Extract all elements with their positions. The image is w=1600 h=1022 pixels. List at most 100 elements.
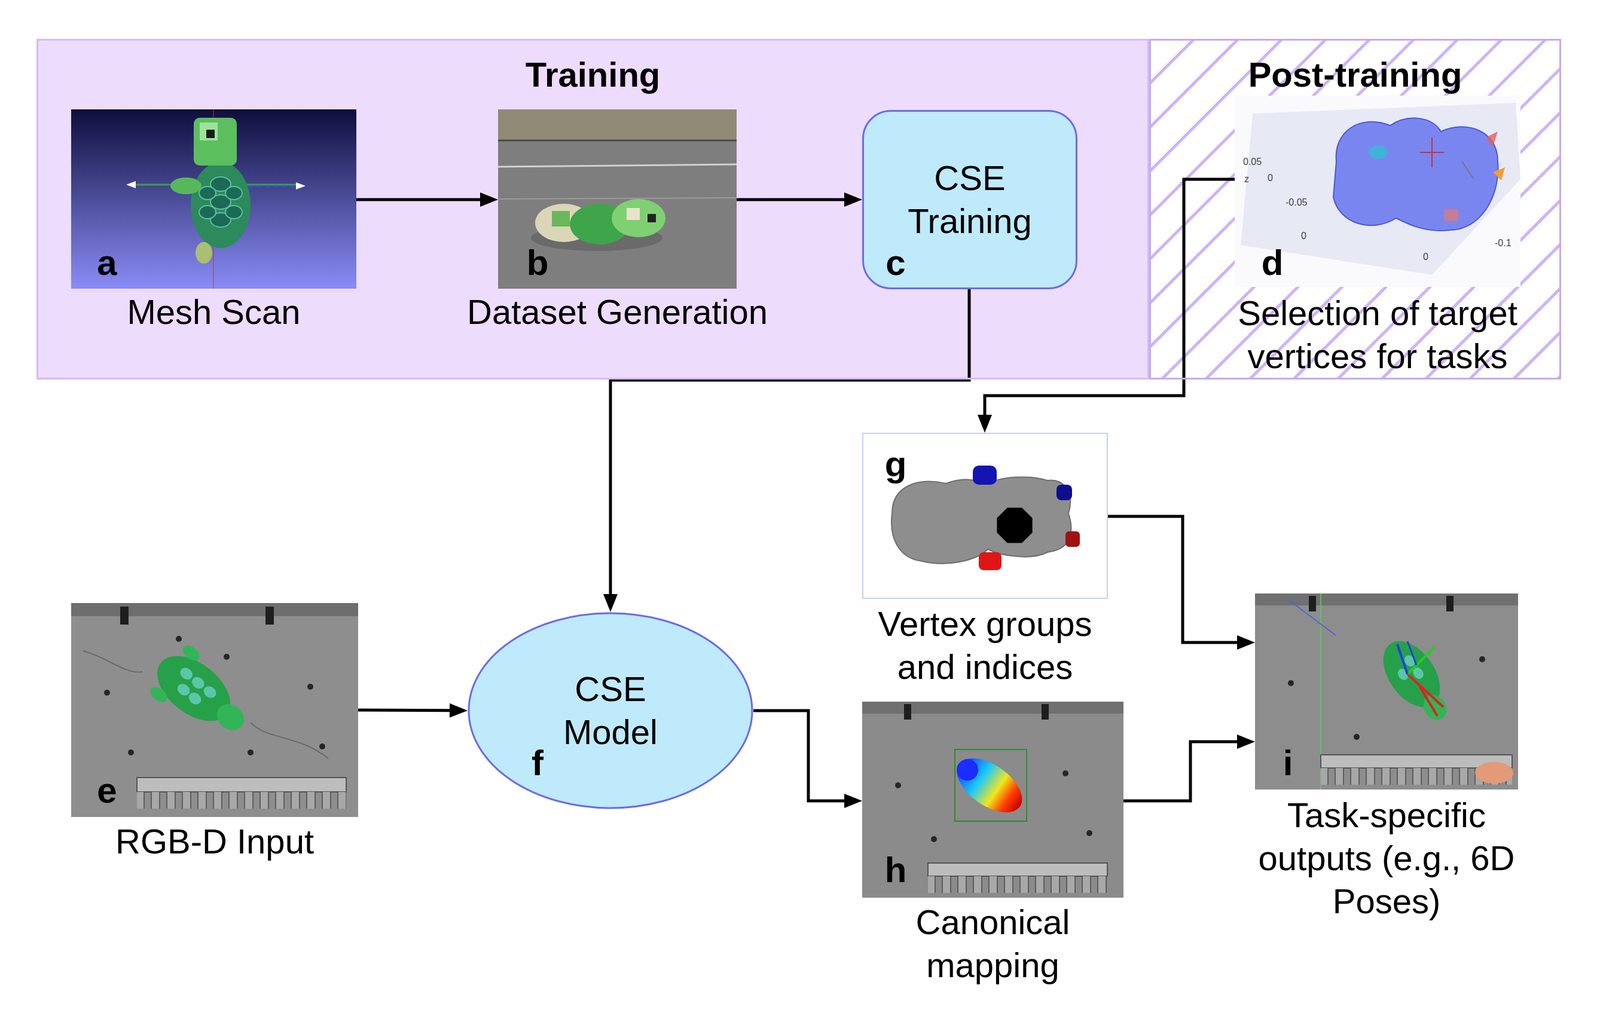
panel-caption: Vertex groups and indices bbox=[853, 602, 1117, 689]
panel-letter: e bbox=[92, 770, 122, 812]
text-holder: i bbox=[1272, 742, 1303, 785]
connector-line bbox=[736, 198, 848, 202]
point-cloud-plot-part bbox=[1368, 145, 1388, 160]
text-holder: Selection of target vertices for tasks bbox=[1216, 291, 1540, 378]
text-holder: 0 bbox=[1423, 251, 1429, 263]
text-holder: 0 bbox=[1267, 172, 1273, 184]
canonical-map-photo-part-part bbox=[952, 755, 983, 786]
panel-caption: Mesh Scan bbox=[70, 290, 358, 334]
rgbd-photo-part bbox=[247, 749, 254, 756]
rgbd-photo-part-part bbox=[147, 684, 171, 705]
text-holder: Vertex groups and indices bbox=[853, 602, 1117, 689]
rgbd-photo-part-part bbox=[179, 642, 203, 664]
pose-output-photo-part-part bbox=[1418, 690, 1452, 725]
point-cloud-plot-part bbox=[1492, 167, 1505, 181]
vertex-group-render-part-part bbox=[891, 477, 1071, 564]
mesh-scan-image-part bbox=[190, 162, 251, 249]
point-cloud-plot-part bbox=[1461, 161, 1474, 180]
rgbd-photo-part bbox=[223, 654, 230, 661]
canonical-map-photo-part bbox=[862, 701, 1124, 899]
panel-letter: c bbox=[880, 242, 911, 285]
arrow-head bbox=[977, 414, 992, 433]
canonical-map-photo-part bbox=[930, 836, 937, 843]
mesh-scan-image-part bbox=[295, 182, 306, 190]
rgbd-photo-part-part bbox=[186, 690, 204, 708]
process-box: CSE Trainingc bbox=[862, 110, 1078, 290]
panel-caption: Task-specific outputs (e.g., 6D Poses) bbox=[1240, 794, 1534, 924]
axis-tick: 0 bbox=[1301, 230, 1307, 242]
canonical-map-photo bbox=[862, 701, 1124, 899]
point-cloud-plot-part bbox=[1333, 118, 1498, 231]
dataset-photo bbox=[498, 109, 737, 289]
pose-output-photo-part-part bbox=[1371, 630, 1452, 718]
mesh-scan-image-part bbox=[225, 205, 243, 219]
model-ellipse: CSE Modelf bbox=[467, 612, 754, 810]
dataset-photo-part bbox=[498, 197, 737, 200]
text-holder: 0.05 bbox=[1243, 156, 1262, 168]
box-label: CSE Training bbox=[886, 156, 1054, 243]
pose-output-photo-part bbox=[1446, 596, 1454, 612]
mesh-scan-image bbox=[71, 109, 357, 289]
text-holder: -0.05 bbox=[1285, 197, 1308, 209]
connector bbox=[736, 192, 863, 207]
image-panel: dSelection of target vertices for tasks bbox=[1234, 95, 1521, 287]
panel-caption: RGB-D Input bbox=[115, 820, 314, 864]
image-panel: hCanonical mapping bbox=[862, 701, 1124, 899]
text-holder: b bbox=[522, 242, 553, 285]
pose-output-photo-part bbox=[1287, 680, 1294, 687]
panel-letter: g bbox=[880, 443, 911, 486]
arrow-head bbox=[1237, 734, 1256, 750]
connector bbox=[356, 192, 499, 207]
mesh-scan-image-part bbox=[199, 122, 218, 141]
rgbd-photo-part bbox=[319, 743, 326, 750]
rgbd-photo-part bbox=[104, 689, 111, 696]
image-panel: iTask-specific outputs (e.g., 6D Poses) bbox=[1255, 593, 1519, 790]
panel-letter: b bbox=[522, 242, 553, 285]
rgbd-photo-part bbox=[127, 749, 134, 756]
canonical-map-photo-part bbox=[904, 704, 912, 720]
point-cloud-plot-part bbox=[1485, 131, 1498, 148]
connector bbox=[603, 289, 970, 613]
rgbd-photo-part-part bbox=[177, 665, 195, 683]
canonical-map-photo-part bbox=[862, 701, 1124, 714]
connector-line bbox=[1123, 742, 1241, 802]
mesh-scan-image-part bbox=[225, 186, 243, 200]
vertex-group-render-part bbox=[891, 465, 1080, 571]
rgbd-photo-part-part bbox=[201, 684, 219, 701]
text-holder: g bbox=[880, 443, 911, 486]
text-holder: RGB-D Input bbox=[115, 820, 314, 864]
dataset-photo-part bbox=[647, 214, 656, 223]
arrow-head bbox=[1237, 635, 1256, 650]
text-holder: 0 bbox=[1301, 230, 1307, 242]
rgbd-photo-part bbox=[71, 603, 359, 617]
mesh-scan-image-part bbox=[199, 205, 216, 219]
pose-output-photo-part bbox=[1353, 734, 1360, 741]
pose-output-photo-part bbox=[1479, 656, 1486, 663]
training-region: TrainingaMesh ScanbDataset GenerationCSE… bbox=[36, 38, 1150, 380]
connector-line bbox=[610, 289, 970, 598]
pose-output-photo-part bbox=[1475, 762, 1514, 784]
point-cloud-plot-part bbox=[1443, 209, 1459, 222]
pose-output-photo bbox=[1255, 593, 1519, 790]
panel-caption: Canonical mapping bbox=[861, 901, 1125, 988]
panel-caption: Selection of target vertices for tasks bbox=[1216, 291, 1540, 378]
image-panel: bDataset Generation bbox=[498, 109, 737, 289]
text-holder: CSE Model bbox=[467, 612, 754, 810]
rgbd-photo-part bbox=[120, 606, 129, 625]
pose-output-photo-part bbox=[1407, 641, 1417, 666]
pose-output-photo-part bbox=[1255, 593, 1519, 790]
arrow-head bbox=[449, 703, 468, 719]
canonical-map-photo-part bbox=[895, 782, 902, 789]
arrow-head bbox=[844, 192, 863, 207]
mesh-scan-image-part bbox=[126, 181, 136, 189]
connector bbox=[1123, 734, 1256, 802]
pose-output-photo-part bbox=[1419, 686, 1438, 717]
arrow-head bbox=[844, 794, 863, 809]
mesh-scan-image-part bbox=[199, 186, 216, 200]
dataset-photo-part bbox=[498, 139, 737, 142]
rgbd-photo-part bbox=[307, 684, 314, 690]
canonical-map-photo-part bbox=[1062, 770, 1069, 777]
dataset-photo-part bbox=[611, 199, 666, 238]
rgbd-photo-part bbox=[136, 777, 347, 793]
